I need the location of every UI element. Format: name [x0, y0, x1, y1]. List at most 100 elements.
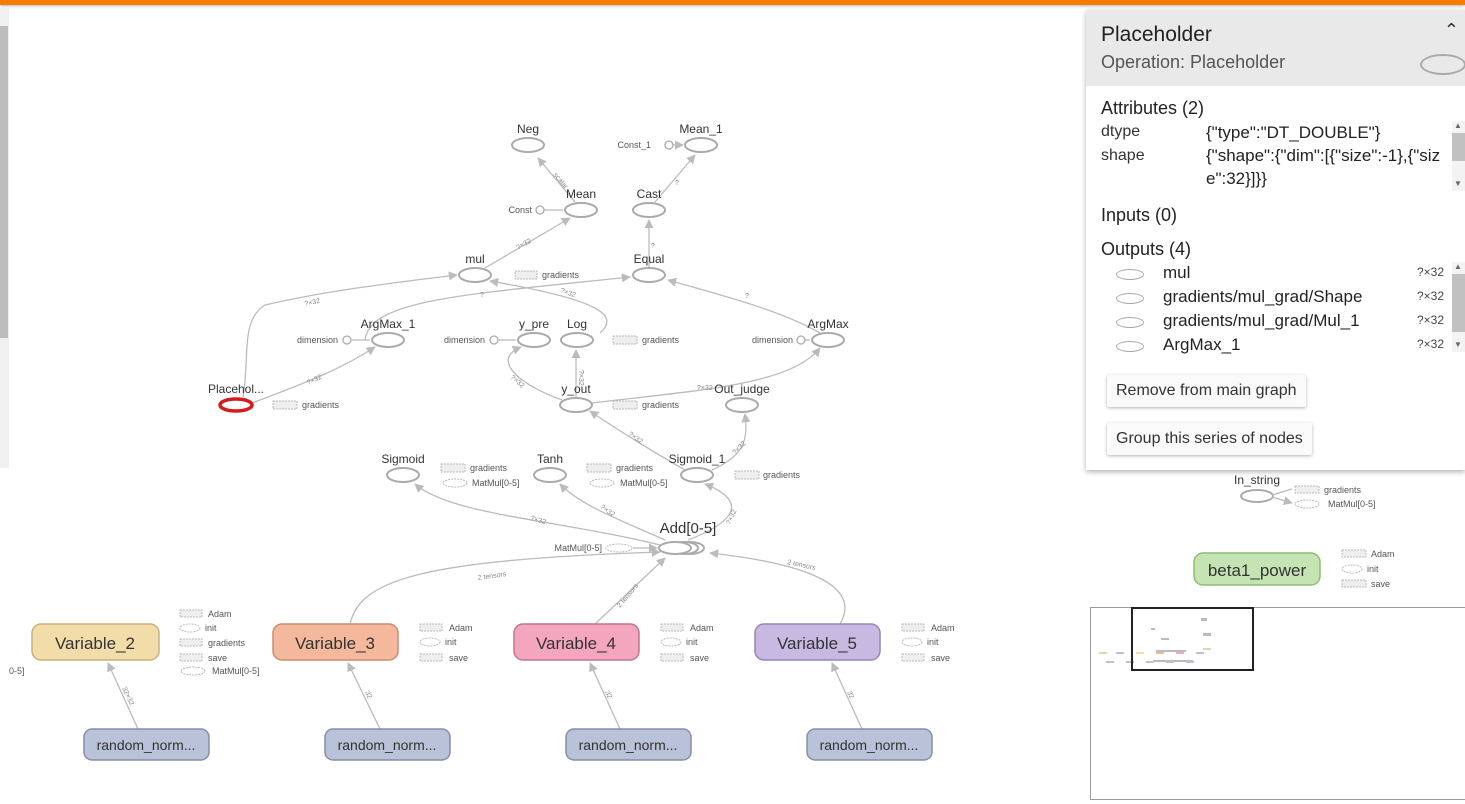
svg-text:beta1_power: beta1_power: [1208, 561, 1307, 580]
node-variable-2[interactable]: Variable_2 Adam init gradients save MatM…: [31, 609, 260, 676]
node-random-normal-2[interactable]: random_norm...: [83, 728, 210, 761]
edge-add-sigmoid: [414, 483, 661, 546]
attr-key: shape: [1101, 147, 1145, 164]
svg-text:MatMul[0-5]: MatMul[0-5]: [1328, 499, 1376, 509]
edge-rand-var4: [589, 662, 621, 730]
node-add-series[interactable]: Add[0-5] MatMul[0-5]: [554, 520, 717, 555]
svg-text:Adam: Adam: [931, 623, 955, 633]
edge-label: ?×32: [725, 509, 738, 526]
edge-label: 2 tensors: [616, 582, 640, 609]
svg-text:Add[0-5]: Add[0-5]: [660, 520, 717, 537]
svg-text:Variable_4: Variable_4: [536, 634, 616, 653]
node-neg[interactable]: Neg: [511, 122, 545, 153]
node-variable-3[interactable]: Variable_3 Adam init save: [272, 623, 473, 663]
node-random-normal-5[interactable]: random_norm...: [806, 728, 933, 761]
node-cast[interactable]: Cast: [632, 187, 666, 218]
edge-sigmoid1-yout: [589, 410, 686, 471]
node-y-pre[interactable]: y_pre dimension: [444, 317, 551, 348]
edge-placeholder-mul: [242, 271, 458, 398]
attr-value: {"shape":{"dim":[{"size":-1},{"size":32}…: [1206, 146, 1441, 188]
edge-label: ?: [675, 180, 679, 187]
node-random-normal-4[interactable]: random_norm...: [565, 728, 692, 761]
edge-add-tanh: [559, 483, 666, 541]
op-node-icon: [1116, 317, 1144, 328]
node-const[interactable]: Const: [508, 205, 545, 215]
attr-value: {"type":"DT_DOUBLE"}: [1206, 123, 1381, 142]
svg-text:save: save: [1371, 579, 1390, 589]
svg-text:MatMul[0-5]: MatMul[0-5]: [212, 666, 260, 676]
svg-text:Variable_3: Variable_3: [295, 634, 375, 653]
left-scrollbar-thumb[interactable]: [0, 26, 8, 338]
svg-text:gradients: gradients: [1324, 485, 1362, 495]
op-node-icon: [1116, 293, 1144, 304]
node-argmax[interactable]: ArgMax dimension: [752, 317, 849, 348]
edge-cast-mean1: [654, 154, 696, 203]
panel-title: Placeholder: [1101, 23, 1212, 46]
svg-text:y_pre: y_pre: [519, 317, 549, 331]
outputs-header: Outputs (4): [1101, 239, 1192, 259]
svg-text:gradients: gradients: [542, 270, 580, 280]
svg-text:Const: Const: [508, 205, 532, 215]
minimap[interactable]: [1090, 607, 1465, 800]
edge-add-sigmoid1: [687, 482, 733, 541]
node-sigmoid[interactable]: Sigmoid gradients MatMul[0-5]: [381, 452, 519, 488]
svg-text:Const_1: Const_1: [617, 140, 651, 150]
svg-text:gradients: gradients: [470, 463, 508, 473]
node-placeholder-selected[interactable]: Placehol... gradients: [208, 382, 340, 413]
node-out-judge[interactable]: Out_judge: [714, 382, 770, 413]
svg-text:Adam: Adam: [1371, 549, 1395, 559]
node-in-string[interactable]: In_string gradients MatMul[0-5]: [1234, 473, 1376, 509]
left-scrollbar[interactable]: [0, 8, 9, 468]
svg-text:Log: Log: [567, 317, 587, 331]
edge-rand-var2: [107, 662, 139, 730]
svg-text:Adam: Adam: [690, 623, 714, 633]
output-item[interactable]: gradients/mul_grad/Mul_1?×32: [1116, 311, 1446, 335]
svg-text:MatMul[0-5]: MatMul[0-5]: [554, 543, 602, 553]
edge-label: ?×32: [306, 374, 323, 387]
op-node-icon: [1116, 341, 1144, 352]
svg-text:ArgMax: ArgMax: [807, 317, 848, 331]
edge-rand-var3: [347, 662, 381, 730]
node-beta1-power[interactable]: beta1_power Adam init save: [1193, 549, 1395, 589]
output-item[interactable]: ArgMax_1?×32: [1116, 335, 1446, 359]
node-equal[interactable]: Equal: [632, 252, 666, 283]
attributes-header: Attributes (2): [1101, 98, 1205, 118]
node-mean[interactable]: Mean: [564, 187, 598, 218]
svg-text:random_norm...: random_norm...: [579, 737, 678, 753]
collapse-chevron-icon[interactable]: ⌃: [1443, 20, 1459, 40]
svg-text:ArgMax_1: ArgMax_1: [361, 317, 416, 331]
node-variable-4[interactable]: Variable_4 Adam init save: [513, 623, 714, 663]
node-argmax-1[interactable]: ArgMax_1 dimension: [297, 317, 416, 348]
svg-text:init: init: [1367, 564, 1379, 574]
svg-text:Adam: Adam: [449, 623, 473, 633]
svg-text:MatMul[0-5]: MatMul[0-5]: [472, 478, 520, 488]
node-log[interactable]: Log gradients: [560, 317, 680, 348]
node-sigmoid-1[interactable]: Sigmoid_1 gradients: [669, 452, 801, 483]
edge-var4-add: [594, 557, 666, 625]
op-node-icon: [1116, 269, 1144, 280]
group-series-button[interactable]: Group this series of nodes: [1107, 423, 1312, 455]
node-mean-1[interactable]: Mean_1: [679, 122, 723, 153]
node-mul[interactable]: mul gradients: [458, 252, 580, 283]
minimap-viewport[interactable]: [1131, 607, 1254, 671]
node-variable-5[interactable]: Variable_5 Adam init save: [754, 623, 955, 663]
edge-var3-add: [349, 547, 661, 625]
remove-from-main-graph-button[interactable]: Remove from main graph: [1107, 375, 1306, 407]
output-item[interactable]: mul?×32: [1116, 263, 1446, 287]
edge-var5-add: [709, 549, 846, 625]
output-item[interactable]: gradients/mul_grad/Shape?×32: [1116, 287, 1446, 311]
node-y-out[interactable]: y_out gradients: [559, 382, 680, 413]
svg-text:Equal: Equal: [634, 252, 665, 266]
svg-text:init: init: [445, 637, 457, 647]
node-random-normal-3[interactable]: random_norm...: [324, 728, 451, 761]
edge-mean-neg: [537, 157, 576, 203]
svg-text:mul: mul: [465, 252, 484, 266]
svg-text:save: save: [931, 653, 950, 663]
node-const-1[interactable]: Const_1: [617, 140, 674, 150]
node-info-panel: Placeholder Operation: Placeholder ⌃ Att…: [1086, 10, 1465, 470]
outputs-scrollbar[interactable]: ▲▼: [1452, 262, 1465, 352]
svg-text:dimension: dimension: [297, 335, 338, 345]
attributes-scrollbar[interactable]: ▲▼: [1452, 121, 1465, 191]
node-tanh[interactable]: Tanh gradients MatMul[0-5]: [533, 452, 668, 488]
